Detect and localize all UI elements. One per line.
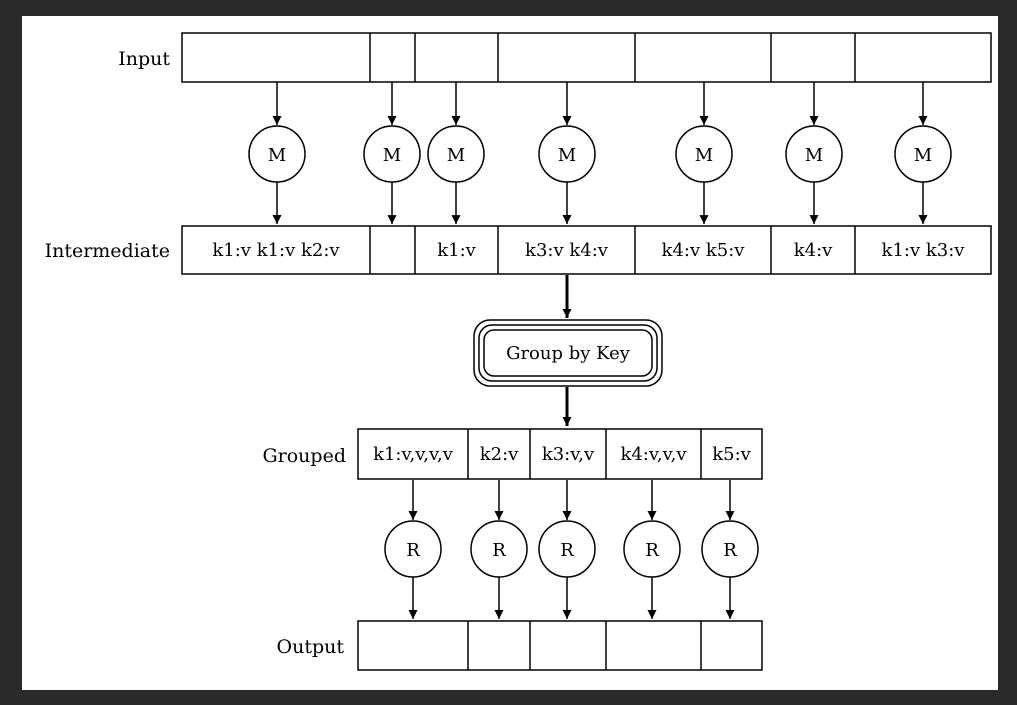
grouped-row-cell: k1:v,v,v,v — [373, 444, 454, 465]
input-label: Input — [118, 48, 170, 70]
reduce-node-label: R — [723, 540, 737, 561]
map-node-label: M — [268, 145, 286, 166]
reduce-node: R — [538, 520, 596, 578]
grouped-row-cell: k4:v,v,v — [620, 444, 687, 465]
grouped-label: Grouped — [262, 445, 346, 467]
input-row — [181, 32, 992, 83]
map-node: M — [675, 125, 733, 183]
intermediate-row-cell: k4:v — [794, 240, 833, 261]
reduce-node: R — [623, 520, 681, 578]
intermediate-row-cell: k3:v k4:v — [525, 240, 609, 261]
grouped-row-cell: k3:v,v — [542, 444, 595, 465]
map-node-label: M — [447, 145, 465, 166]
map-node-label: M — [695, 145, 713, 166]
reduce-node-label: R — [492, 540, 506, 561]
reduce-node: R — [701, 520, 759, 578]
intermediate-row: k1:v k1:v k2:v k1:v k3:v k4:v k4:v k5:v k4:v… — [181, 225, 992, 275]
intermediate-row-cell: k1:v — [437, 240, 476, 261]
grouped-row: k1:v,v,v,v k2:v k3:v,v k4:v,v,v k5:v — [357, 428, 763, 480]
grouped-row-cell: k2:v — [480, 444, 519, 465]
map-node-label: M — [383, 145, 401, 166]
group-by-key-node: Group by Key — [473, 319, 663, 387]
map-node: M — [785, 125, 843, 183]
reduce-node-label: R — [645, 540, 659, 561]
reduce-node-label: R — [560, 540, 574, 561]
map-node: M — [248, 125, 306, 183]
intermediate-label: Intermediate — [45, 240, 170, 262]
map-node-label: M — [914, 145, 932, 166]
intermediate-row-cell: k1:v k3:v — [882, 240, 966, 261]
map-node: M — [894, 125, 952, 183]
output-label: Output — [277, 636, 345, 658]
map-node-label: M — [558, 145, 576, 166]
group-by-key-label: Group by Key — [506, 343, 631, 364]
intermediate-row-cell: k4:v k5:v — [662, 240, 746, 261]
intermediate-row-cell: k1:v k1:v k2:v — [212, 240, 340, 261]
map-node: M — [363, 125, 421, 183]
reduce-node: R — [470, 520, 528, 578]
grouped-row-cell: k5:v — [712, 444, 751, 465]
map-node-label: M — [805, 145, 823, 166]
reduce-node: R — [384, 520, 442, 578]
reduce-node-label: R — [406, 540, 420, 561]
map-node: M — [427, 125, 485, 183]
output-row — [357, 620, 763, 671]
map-node: M — [538, 125, 596, 183]
